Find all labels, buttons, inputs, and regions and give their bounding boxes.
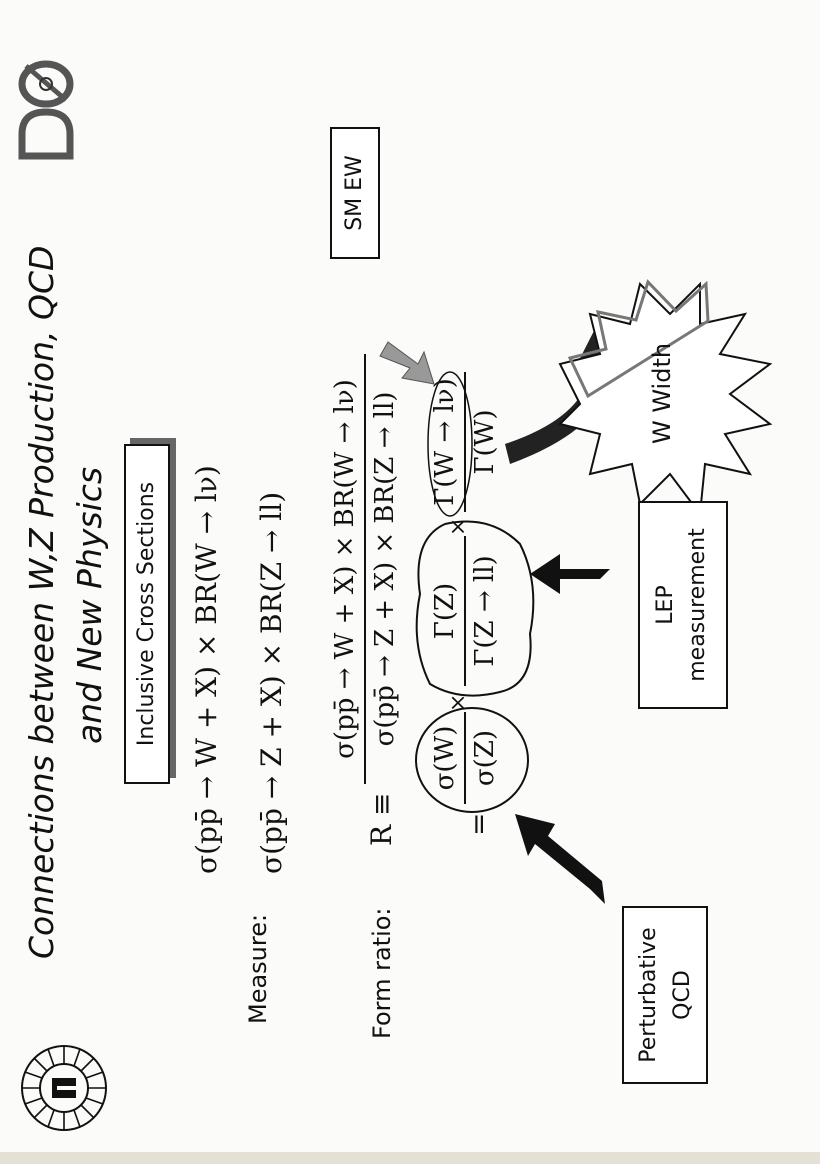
starburst-shape	[558, 281, 773, 517]
circle-sigma-ratio	[415, 707, 529, 813]
perturbative-qcd-box: Perturbative QCD	[622, 906, 708, 1084]
lep-box-line2: measurement	[685, 528, 710, 682]
circle-gamma-w-lnu	[427, 371, 473, 517]
d0-logo-icon	[18, 60, 74, 160]
starburst-shadow	[567, 279, 710, 399]
fermilab-logo-icon	[21, 1045, 107, 1131]
lep-measurement-box: LEP measurement	[638, 501, 728, 709]
w-width-label: W Width	[648, 342, 676, 444]
sm-ew-box: SM EW	[330, 127, 380, 259]
scan-bottom-edge	[0, 1152, 820, 1164]
arrow-icon	[379, 341, 435, 385]
pqcd-box-line2: QCD	[670, 970, 695, 1020]
circle-gamma-z	[415, 520, 535, 697]
arrow-icon	[515, 814, 605, 904]
pqcd-box-line1: Perturbative	[636, 927, 661, 1063]
arrow-icon	[530, 554, 610, 594]
lep-box-line1: LEP	[653, 585, 678, 625]
